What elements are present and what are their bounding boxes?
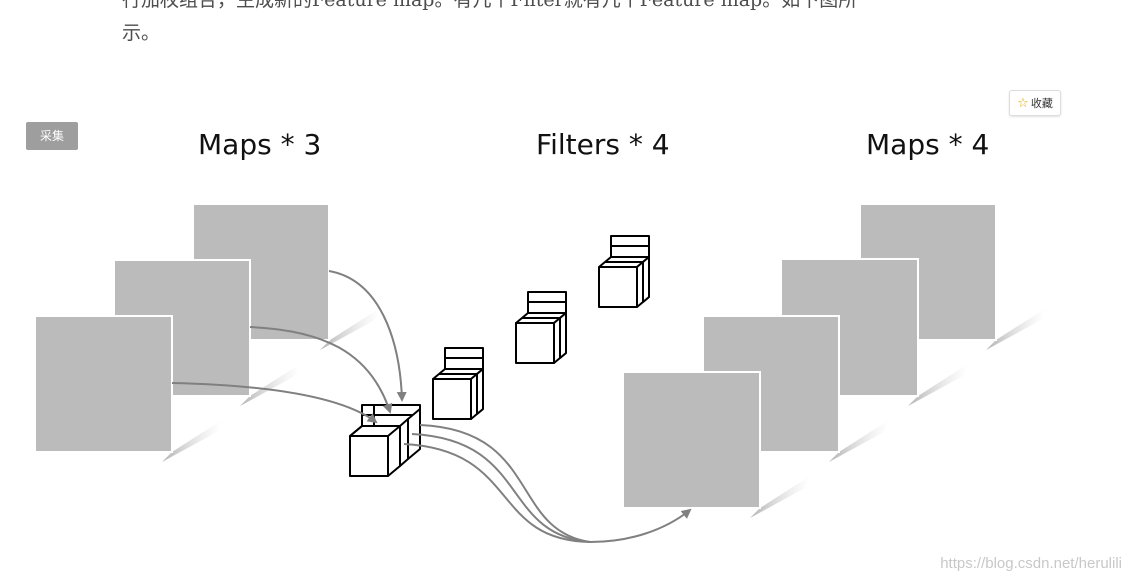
collect-button[interactable]: 采集 bbox=[26, 122, 78, 150]
figure-title-output-maps: Maps * 4 bbox=[866, 128, 990, 161]
input-map bbox=[34, 315, 222, 462]
filter-stack bbox=[598, 235, 650, 308]
map-shadow bbox=[829, 420, 889, 462]
arrow bbox=[589, 508, 692, 543]
map-shadow bbox=[986, 308, 1046, 350]
filter-stack bbox=[349, 404, 421, 477]
figure-title-filters: Filters * 4 bbox=[536, 128, 670, 161]
star-outline-icon: ☆ bbox=[1017, 95, 1029, 111]
arrow bbox=[403, 443, 591, 543]
input-arrows bbox=[171, 270, 407, 424]
arrow bbox=[249, 326, 393, 414]
filter-stack bbox=[515, 291, 567, 364]
arrow bbox=[171, 382, 378, 424]
map-shadow bbox=[240, 364, 300, 406]
output-arrows bbox=[403, 424, 692, 543]
filter-stack bbox=[432, 347, 484, 420]
favorite-button[interactable]: ☆ 收藏 bbox=[1009, 90, 1061, 116]
article-paragraph-line: 行加权组合，生成新的Feature map。有几个Filter就有几个Featu… bbox=[122, 0, 858, 11]
favorite-label: 收藏 bbox=[1030, 97, 1053, 110]
map-shadow bbox=[908, 364, 968, 406]
article-paragraph-line: 示。 bbox=[122, 22, 161, 44]
input-maps bbox=[34, 203, 380, 462]
figure-title-input-maps: Maps * 3 bbox=[198, 128, 322, 161]
map-shadow bbox=[320, 308, 380, 350]
filters bbox=[349, 235, 650, 477]
watermark-text: https://blog.csdn.net/herulili bbox=[940, 555, 1122, 572]
map-shadow bbox=[162, 420, 222, 462]
map-shadow bbox=[750, 476, 810, 518]
output-map bbox=[622, 371, 810, 518]
arrow bbox=[419, 424, 591, 543]
arrow bbox=[328, 270, 407, 402]
output-maps bbox=[622, 203, 1046, 518]
arrow bbox=[411, 433, 591, 543]
